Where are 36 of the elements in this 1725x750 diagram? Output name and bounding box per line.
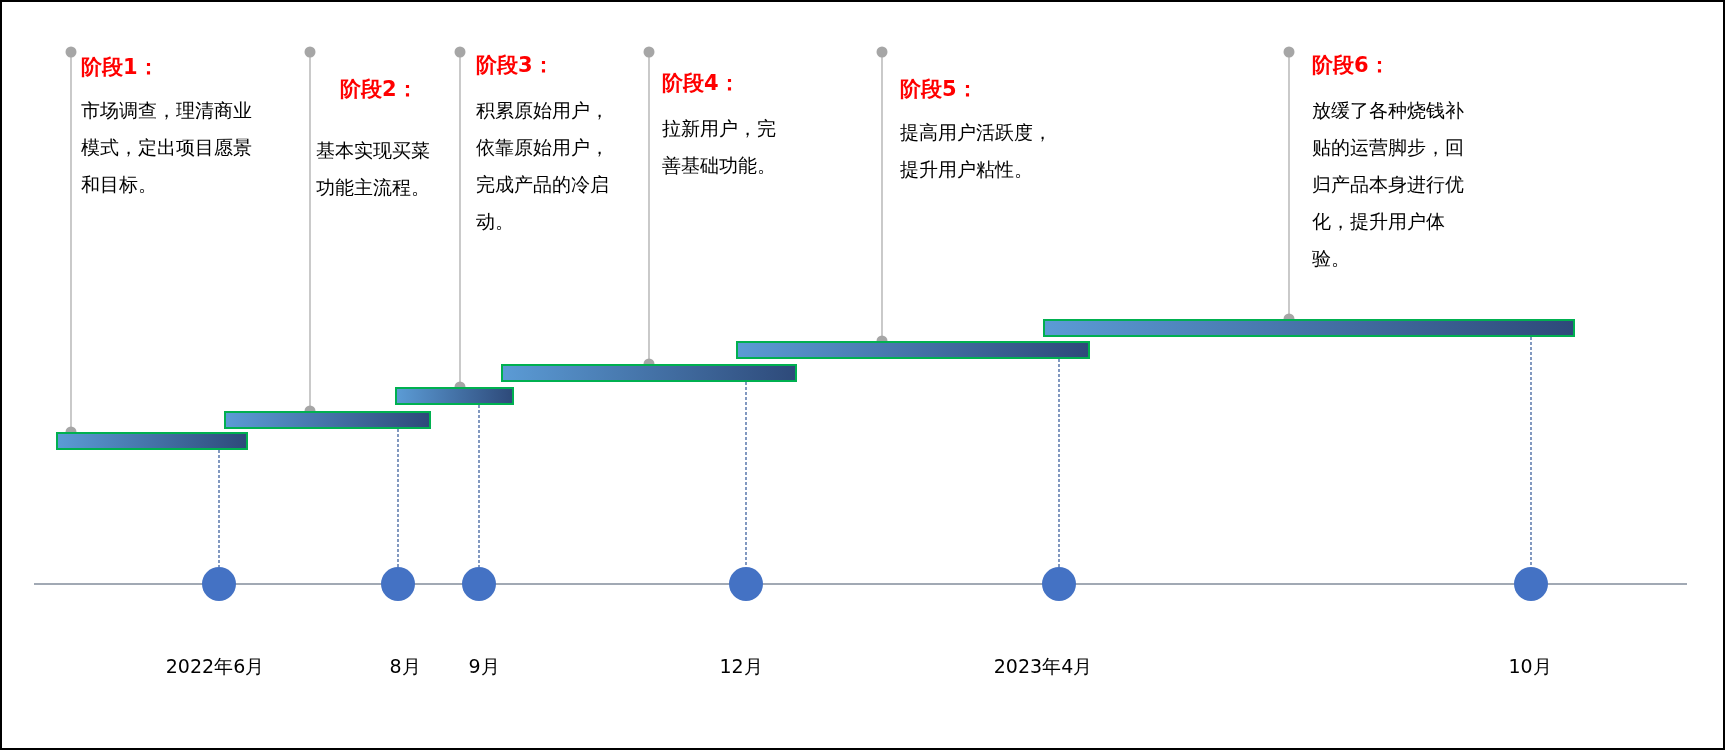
stage-description: 基本实现买菜功能主流程。	[316, 138, 431, 200]
stage-description: 提高用户活跃度，提升用户粘性。	[900, 120, 1053, 182]
dashed-connector	[1058, 358, 1060, 568]
dashed-connector	[397, 428, 399, 568]
dashed-connector	[478, 404, 480, 568]
date-label: 12月	[719, 654, 763, 678]
timeline-bar	[501, 364, 797, 382]
stage-description: 放缓了各种烧钱补贴的运营脚步，回归产品本身进行优化，提升用户体验。	[1312, 98, 1465, 271]
date-label: 2023年4月	[993, 654, 1093, 678]
timeline-bar	[1043, 319, 1575, 337]
dashed-connector	[218, 449, 220, 568]
stage-heading: 阶段3：	[476, 52, 554, 78]
stage-heading: 阶段5：	[900, 76, 978, 102]
stage-heading: 阶段1：	[81, 54, 159, 80]
stage-description: 拉新用户，完善基础功能。	[662, 116, 777, 178]
dashed-connector	[745, 381, 747, 568]
date-label: 2022年6月	[165, 654, 265, 678]
dashed-connector	[1530, 336, 1532, 568]
timeline-bar	[395, 387, 514, 405]
stage-heading: 阶段2：	[340, 76, 418, 102]
timeline-bar	[224, 411, 431, 429]
date-label: 8月	[389, 654, 421, 678]
stage-heading: 阶段6：	[1312, 52, 1390, 78]
milestone-dot	[1514, 567, 1548, 601]
stage-description: 市场调查，理清商业模式，定出项目愿景和目标。	[81, 98, 253, 197]
milestone-dot	[462, 567, 496, 601]
date-label: 9月	[468, 654, 500, 678]
milestone-dot	[202, 567, 236, 601]
date-label: 10月	[1508, 654, 1552, 678]
stage-heading: 阶段4：	[662, 70, 740, 96]
milestone-dot	[381, 567, 415, 601]
milestone-dot	[1042, 567, 1076, 601]
milestone-dot	[729, 567, 763, 601]
timeline-bar	[56, 432, 248, 450]
timeline-bar	[736, 341, 1090, 359]
stage-description: 积累原始用户，依靠原始用户，完成产品的冷启动。	[476, 98, 610, 234]
